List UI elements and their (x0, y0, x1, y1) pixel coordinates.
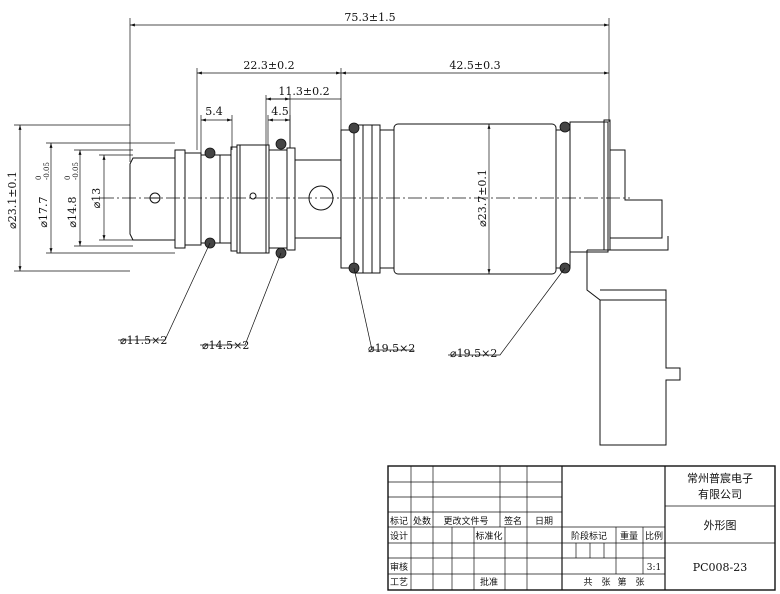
tb-label-sheet-word: 张 (601, 577, 610, 588)
dim-front-length: 22.3±0.2 (243, 59, 294, 72)
o-ring-2-top (275, 138, 287, 150)
dim-dia-17-7-tol-lower: -0.05 (43, 162, 51, 180)
o-ring-1-top (204, 147, 216, 159)
tb-label-design: 设计 (390, 530, 408, 542)
title-block: 标记 处数 更改文件号 签名 日期 设计 标准化 审核 工艺 批准 阶段标记 重… (387, 465, 776, 591)
tb-company-line-1: 常州普宸电子 (687, 471, 753, 485)
dim-dia-17-7: ⌀17.7 (37, 196, 50, 227)
tb-label-sheets-total: 共 (583, 577, 592, 588)
dim-dia-23-1: ⌀23.1±0.1 (6, 171, 19, 229)
tb-label-process: 工艺 (390, 577, 408, 588)
dim-groove-width-1: 5.4 (205, 105, 223, 118)
o-ring-markers (204, 121, 571, 274)
dim-rear-length: 42.5±0.3 (449, 59, 500, 72)
tb-label-sheet-no: 第 (617, 576, 626, 588)
o-ring-4-top (559, 121, 571, 133)
tb-label-date: 日期 (535, 516, 553, 527)
o-ring-3-label: ⌀19.5×2 (368, 342, 415, 355)
tb-label-standardization: 标准化 (475, 530, 502, 542)
o-ring-2-label: ⌀14.5×2 (202, 339, 249, 352)
tb-drawing-title: 外形图 (704, 519, 737, 532)
tb-company-line-2: 有限公司 (698, 487, 742, 501)
dim-dia-23-7: ⌀23.7±0.1 (476, 169, 489, 227)
tb-label-count: 处数 (413, 515, 431, 527)
tb-label-review: 审核 (390, 561, 408, 573)
dim-dia-14-8-tol-upper: 0 (64, 176, 72, 180)
dim-dia-13: ⌀13 (90, 188, 103, 209)
dim-overall-length: 75.3±1.5 (344, 11, 395, 24)
dim-groove-pitch: 11.3±0.2 (278, 85, 329, 98)
dim-dia-17-7-tol-upper: 0 (35, 176, 43, 180)
tb-label-approve: 批准 (480, 576, 498, 588)
tb-label-mark: 标记 (390, 515, 408, 527)
tb-drawing-number: PC008-23 (693, 561, 748, 574)
tb-label-signature: 签名 (504, 515, 522, 527)
o-ring-3-top (348, 122, 360, 134)
tb-label-change-doc: 更改文件号 (443, 515, 488, 527)
valve-body-outline (100, 119, 681, 446)
tb-label-scale: 比例 (645, 530, 663, 542)
dim-dia-14-8: ⌀14.8 (66, 196, 79, 227)
dim-groove-width-2: 4.5 (271, 105, 289, 118)
tb-label-sheet-word-2: 张 (635, 577, 644, 588)
dim-dia-14-8-tol-lower: -0.05 (72, 162, 80, 180)
o-ring-1-label: ⌀11.5×2 (120, 334, 167, 347)
tb-label-weight: 重量 (620, 530, 638, 542)
tb-label-stage-mark: 阶段标记 (571, 530, 607, 542)
tb-scale-value: 3:1 (647, 563, 661, 573)
o-ring-4-label: ⌀19.5×2 (450, 347, 497, 360)
